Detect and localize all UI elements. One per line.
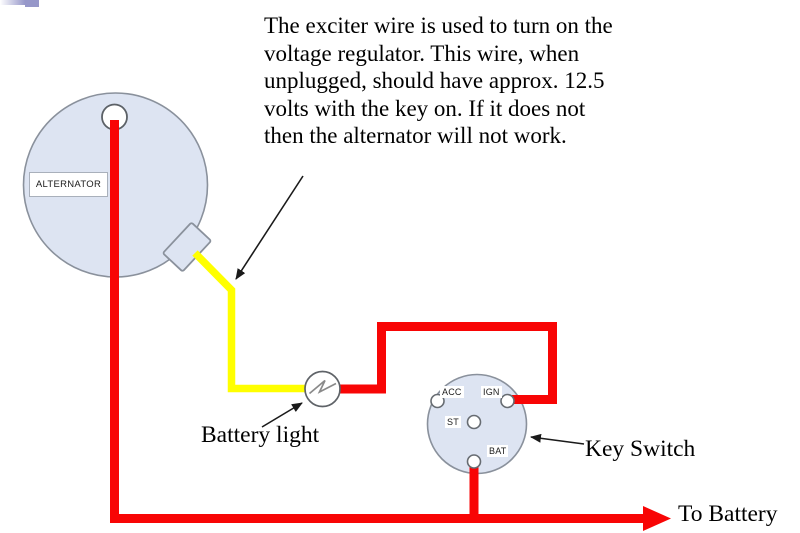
terminal-acc-label: ACC (440, 386, 464, 398)
terminal-st-label: ST (445, 416, 461, 428)
page-corner-artifact (0, 0, 39, 7)
to-battery-arrowhead (643, 506, 671, 531)
key-switch-label: Key Switch (585, 436, 696, 462)
exciter-note-arrow (235, 175, 304, 280)
note-line: volts with the key on. If it does not (264, 95, 586, 121)
charge-wire-alternator-to-battery (110, 120, 643, 523)
terminal-ign-label: IGN (481, 386, 502, 398)
battery-light-label: Battery light (201, 422, 320, 448)
exciter-wire (192, 250, 309, 393)
battery-light-arrow (261, 402, 303, 428)
terminal-st (466, 414, 482, 430)
battery-light-filament-icon (308, 379, 337, 395)
battery-light-symbol (304, 370, 341, 408)
note-line: voltage regulator. This wire, when (264, 40, 580, 66)
ign-wire (339, 322, 557, 404)
to-battery-label: To Battery (678, 501, 778, 527)
exciter-wire-note: The exciter wire is used to turn on the … (264, 12, 704, 150)
terminal-bat (466, 454, 482, 469)
note-line: unplugged, should have approx. 12.5 (264, 68, 605, 93)
key-switch-arrow (530, 433, 585, 445)
terminal-bat-label: BAT (487, 445, 509, 457)
alternator-label: ALTERNATOR (29, 172, 108, 197)
terminal-ign (500, 393, 515, 409)
note-line: then the alternator will not work. (264, 123, 567, 148)
note-line: The exciter wire is used to turn on the (264, 13, 613, 38)
